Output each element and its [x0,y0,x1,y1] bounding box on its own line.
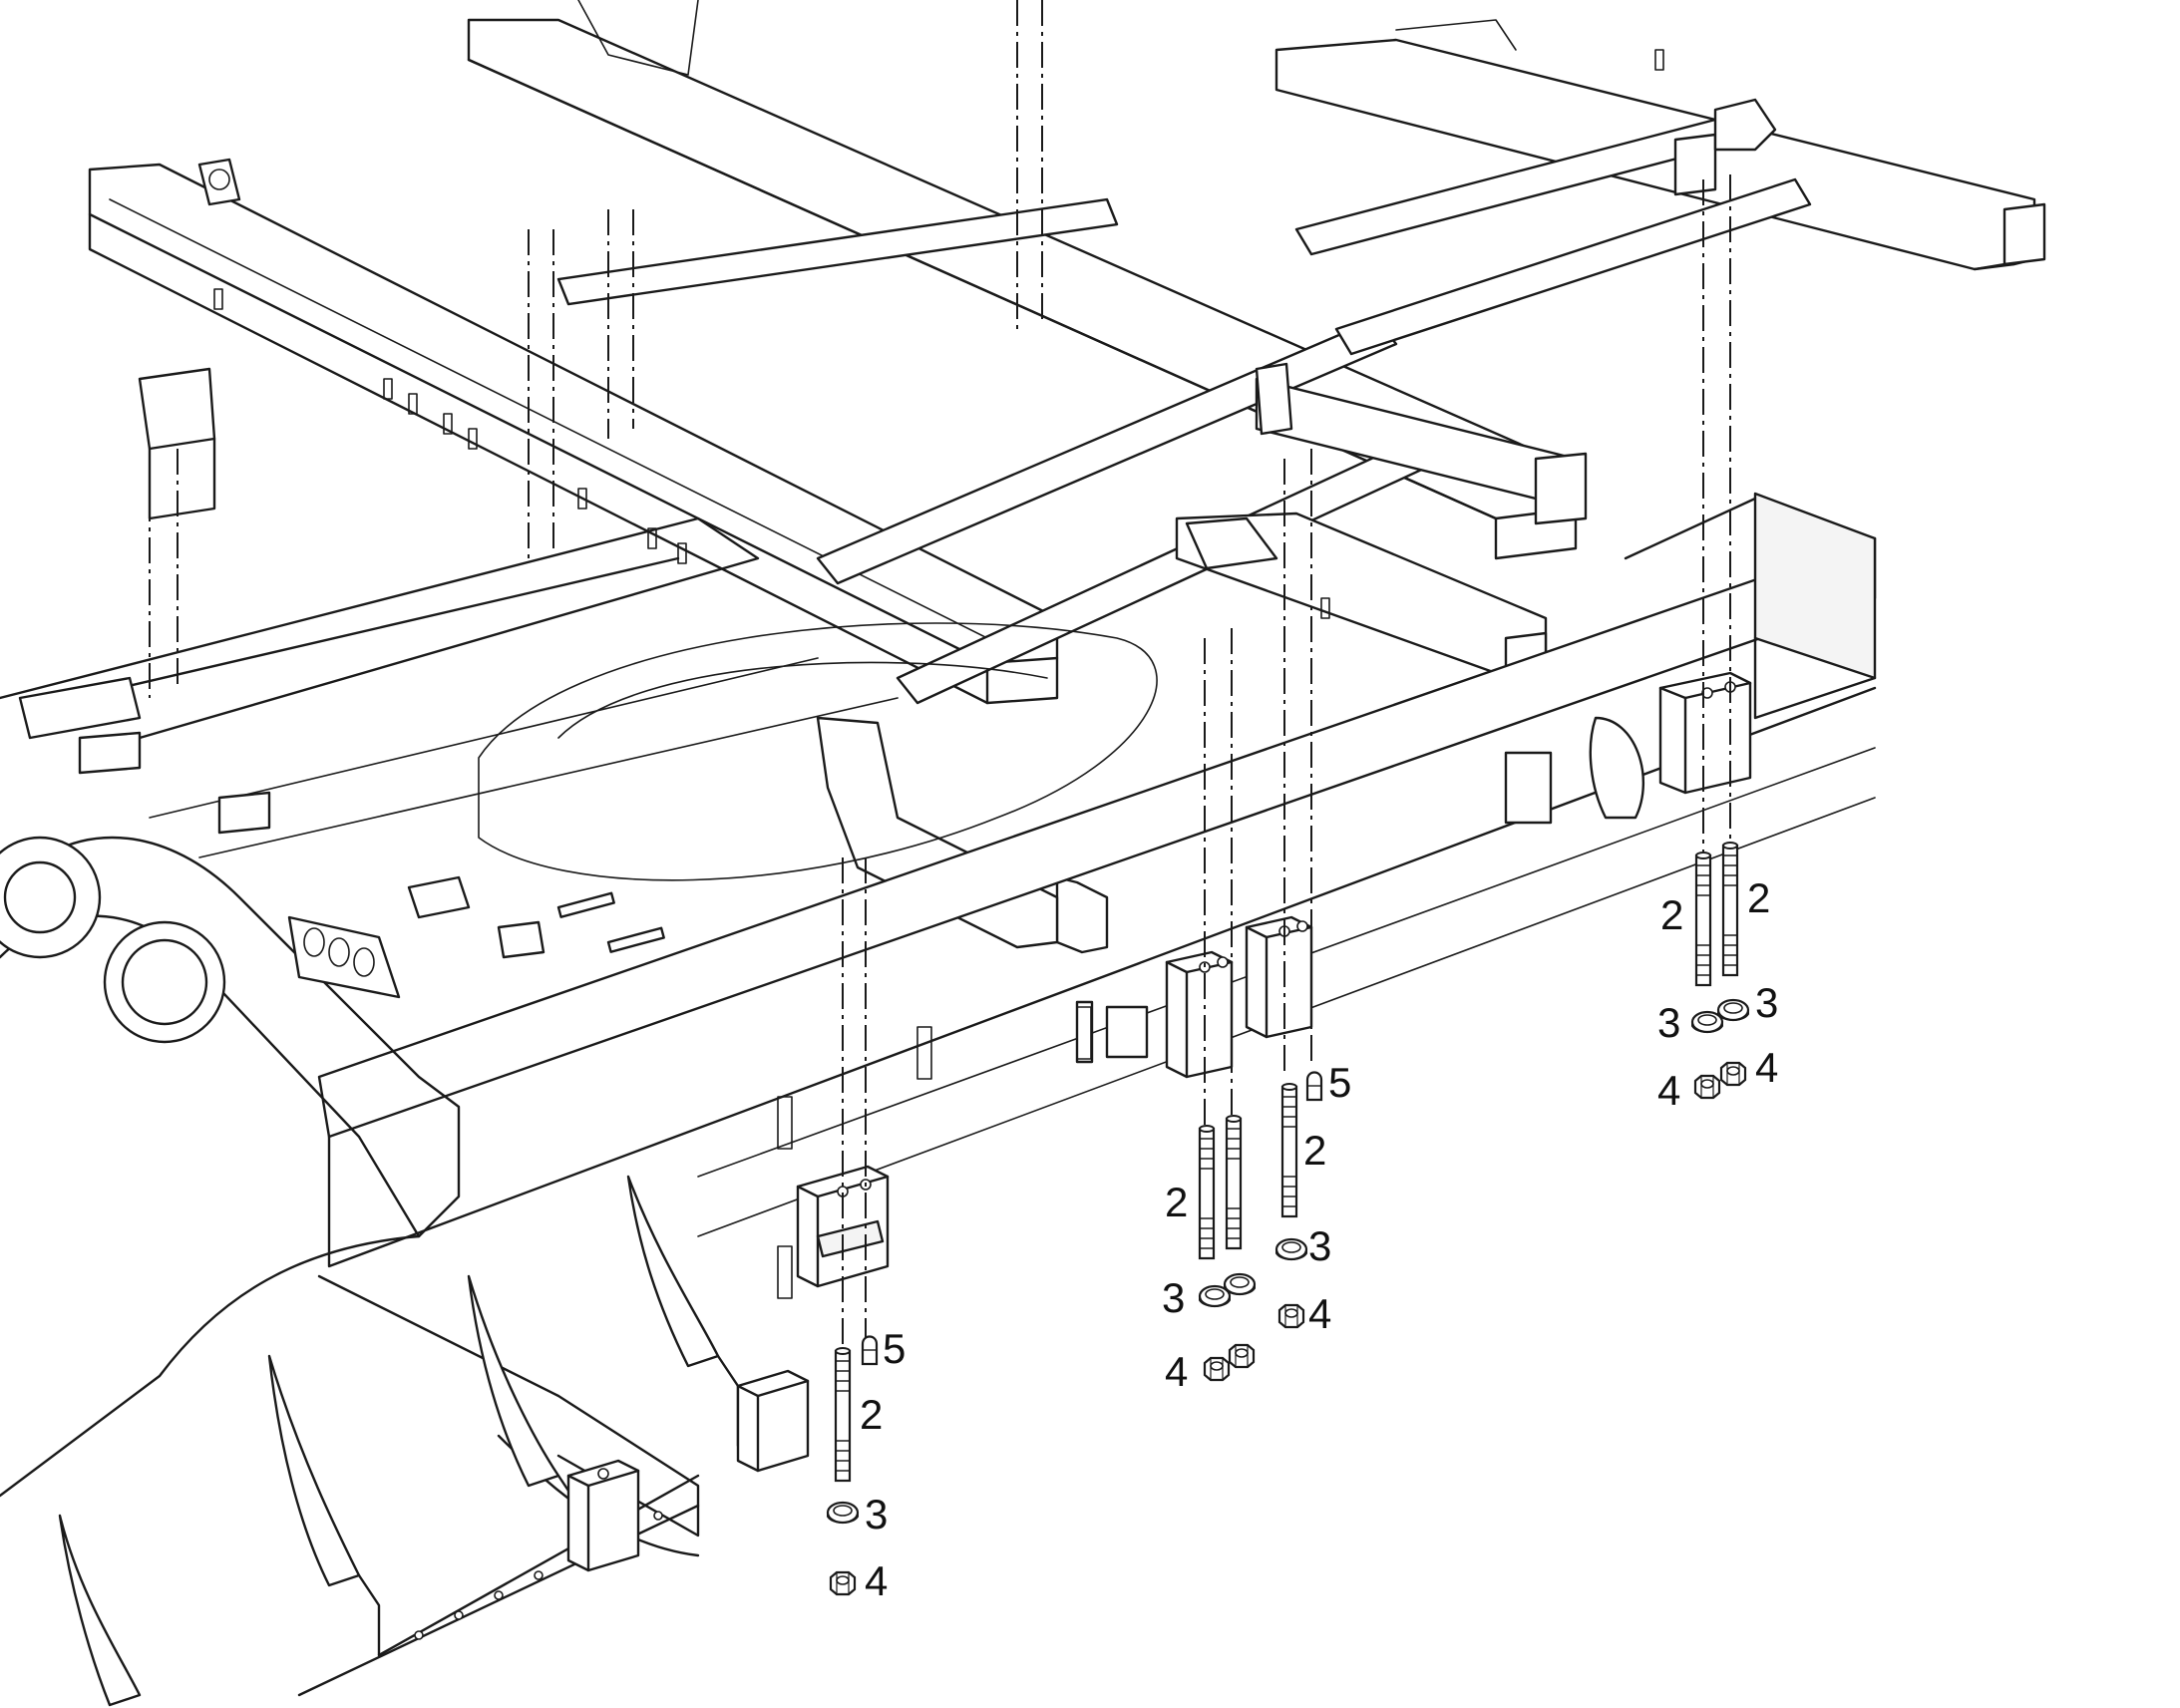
stud-left [834,1346,852,1483]
callout-stud: 2 [1660,891,1683,938]
callout-nut: 4 [865,1557,888,1604]
callout-washer: 3 [1162,1274,1185,1321]
callout-dowel: 5 [1328,1059,1351,1106]
washer-center-a2 [1223,1272,1257,1296]
callout-nut: 4 [1657,1067,1680,1114]
dowel-left [861,1335,879,1366]
callout-washer: 3 [1755,979,1778,1026]
nut-left [829,1570,857,1596]
stud-right-1 [1694,851,1712,987]
callout-nut: 4 [1165,1348,1188,1395]
hardware-stack-right [1690,841,1750,1100]
stud-center-a2 [1225,1114,1243,1250]
upper-frame [88,0,2046,954]
callout-washer: 3 [865,1491,888,1537]
mount-block-center-b [1245,915,1313,1039]
callout-stud: 2 [1165,1179,1188,1225]
lower-frame [0,492,1877,1707]
callout-nut: 4 [1308,1290,1331,1337]
stud-center-b [1280,1082,1298,1218]
callout-stud: 2 [860,1391,883,1438]
washer-right-2 [1716,998,1750,1022]
callout-washer: 3 [1657,999,1680,1046]
washer-left [826,1501,860,1525]
callout-washer: 3 [1308,1222,1331,1269]
stud-right-2 [1721,841,1739,977]
callouts: 5 2 3 4 2 3 4 5 2 3 4 2 2 3 3 4 4 [860,874,1778,1604]
dowel-center-b [1305,1071,1323,1102]
assembly-centerlines [149,0,1731,1356]
nut-center-b [1277,1303,1305,1329]
nut-center-a1 [1203,1356,1231,1382]
nut-right-2 [1719,1061,1747,1087]
callout-dowel: 5 [883,1325,906,1372]
nut-right-1 [1693,1074,1721,1100]
washer-center-b [1274,1237,1308,1261]
mount-block-center-a [1165,950,1234,1079]
hardware-stack-center-a [1198,1114,1257,1382]
stud-center-a1 [1198,1124,1216,1260]
hardware-stack-left [826,1335,879,1596]
rail-slots [213,49,1664,619]
nut-center-a2 [1228,1343,1256,1369]
callout-stud: 2 [1303,1127,1326,1174]
callout-stud: 2 [1747,874,1770,921]
callout-nut: 4 [1755,1044,1778,1091]
hardware-stack-center-b [1274,1071,1323,1329]
mount-block-right [1658,671,1752,795]
